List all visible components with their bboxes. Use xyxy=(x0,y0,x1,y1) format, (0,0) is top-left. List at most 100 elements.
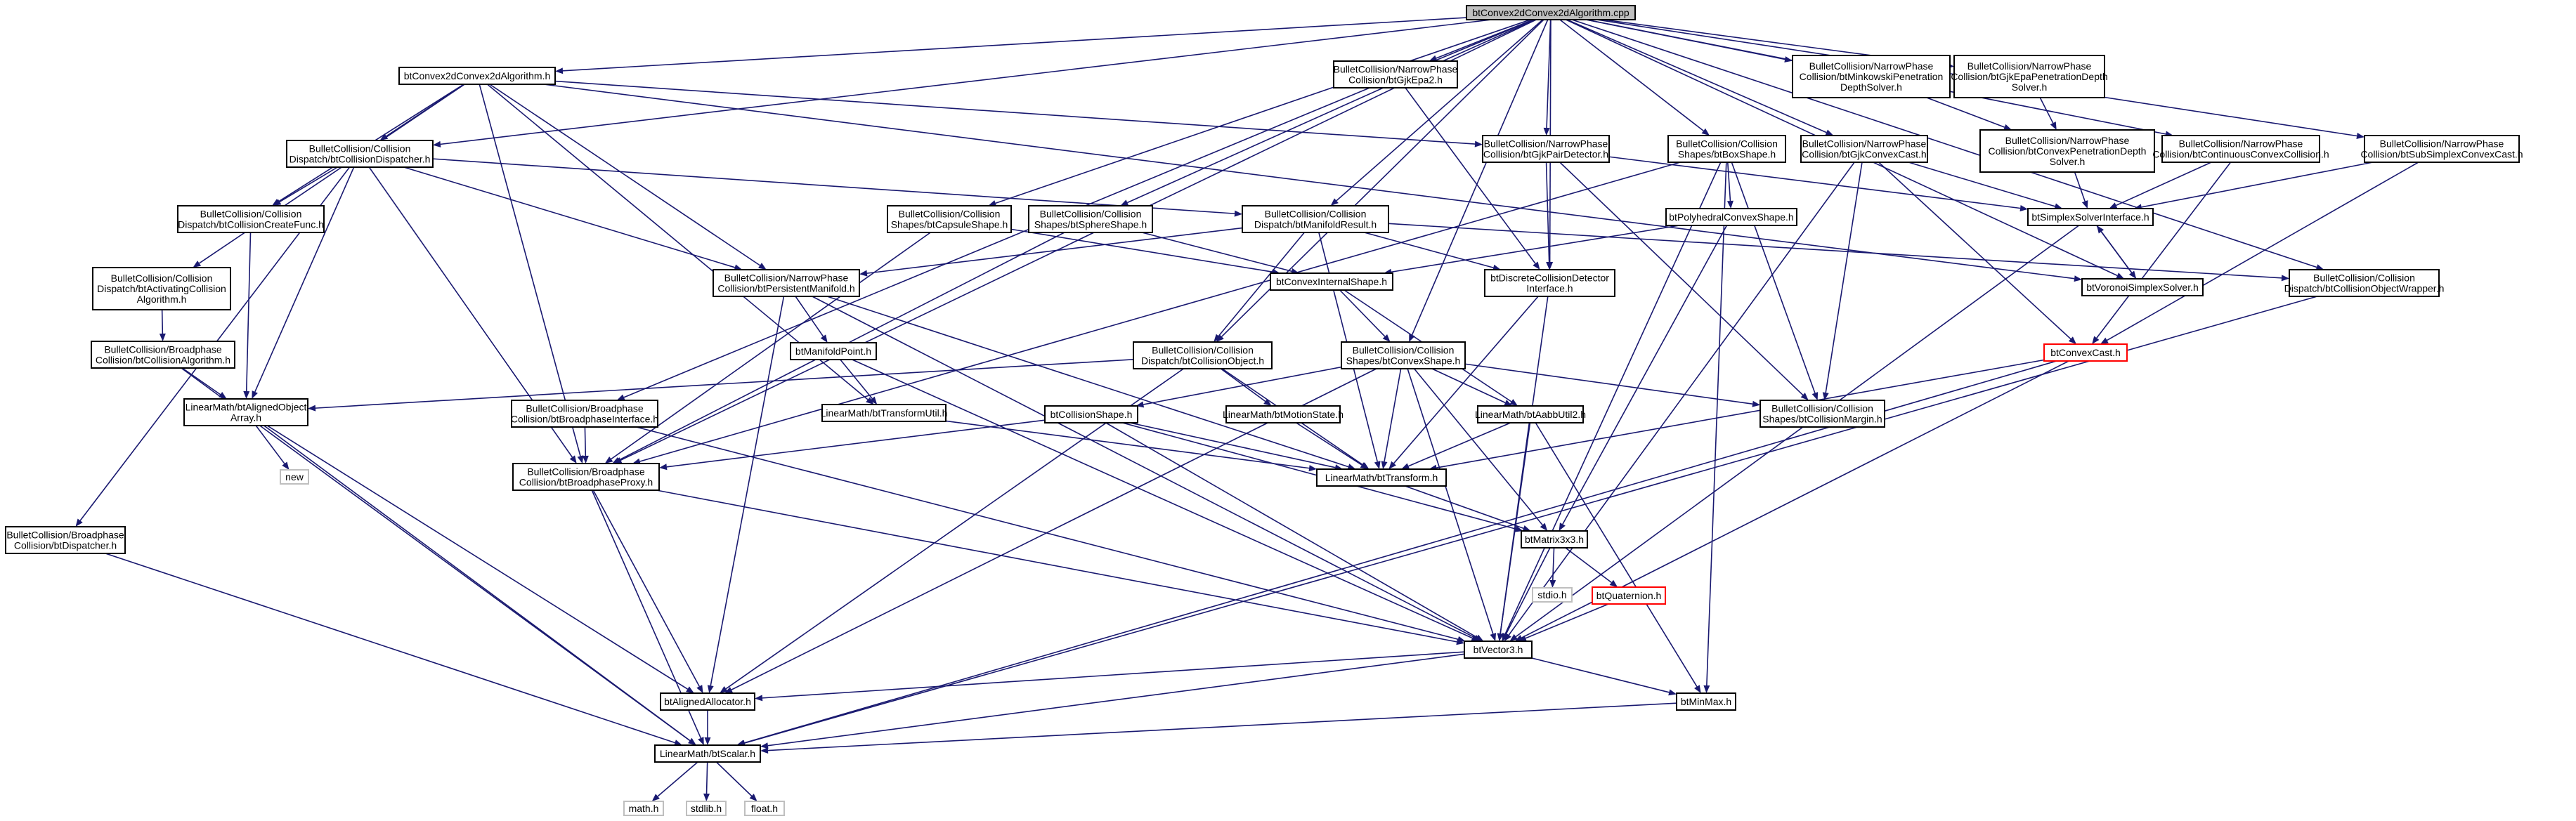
node-box xyxy=(177,205,325,233)
edge-arrowhead xyxy=(749,794,757,801)
node-alignedalloc[interactable]: btAlignedAllocator.h xyxy=(660,692,755,711)
node-collmargin[interactable]: BulletCollision/CollisionShapes/btCollis… xyxy=(1759,400,1885,428)
edge-arrowhead xyxy=(1263,398,1272,406)
node-matrix3x3[interactable]: btMatrix3x3.h xyxy=(1521,530,1588,549)
node-activating[interactable]: BulletCollision/CollisionDispatch/btActi… xyxy=(92,267,231,310)
node-box xyxy=(91,341,235,369)
edge-scalar-to-float xyxy=(715,761,757,801)
node-boxshape[interactable]: BulletCollision/CollisionShapes/btBoxSha… xyxy=(1667,135,1786,163)
node-label-line: Collision/btSubSimplexConvexCast.h xyxy=(2360,149,2523,160)
edge-boxshape-to-collmargin xyxy=(1731,162,1819,400)
edge-line xyxy=(1535,422,1698,688)
node-bpiface[interactable]: BulletCollision/BroadphaseCollision/btBr… xyxy=(511,400,658,428)
node-contconv[interactable]: BulletCollision/NarrowPhaseCollision/btC… xyxy=(2152,135,2329,163)
edge-bpiface-to-bpproxy xyxy=(582,426,589,464)
node-gjkconvcast[interactable]: BulletCollision/NarrowPhaseCollision/btG… xyxy=(1800,135,1928,163)
node-collobject[interactable]: BulletCollision/CollisionDispatch/btColl… xyxy=(1133,341,1273,369)
node-root[interactable]: btConvex2dConvex2dAlgorithm.cpp xyxy=(1466,5,1636,20)
edge-arrowhead xyxy=(159,333,166,341)
node-bpproxy[interactable]: BulletCollision/BroadphaseCollision/btBr… xyxy=(512,463,660,491)
node-math: math.h xyxy=(623,801,664,816)
node-transformutil[interactable]: LinearMath/btTransformUtil.h xyxy=(821,404,948,422)
node-label-line: btConvexInternalShape.h xyxy=(1276,276,1387,287)
node-gjkepa2[interactable]: BulletCollision/NarrowPhaseCollision/btG… xyxy=(1333,60,1458,88)
node-label-line: BulletCollision/Collision xyxy=(1676,138,1778,150)
edge-line xyxy=(1142,232,1292,272)
edge-line xyxy=(1500,422,1530,634)
edge-capsule-to-convexinternal xyxy=(1010,228,1280,275)
node-scalar[interactable]: LinearMath/btScalar.h xyxy=(654,744,761,763)
node-collalgo[interactable]: BulletCollision/BroadphaseCollision/btCo… xyxy=(91,341,235,369)
node-label-line: DepthSolver.h xyxy=(1840,81,1902,93)
edge-persistent-to-alignedalloc xyxy=(707,296,785,693)
edge-arrowhead xyxy=(1308,465,1317,472)
edge-arrowhead xyxy=(1456,638,1464,645)
edge-line xyxy=(1562,225,1728,525)
node-manifoldresult[interactable]: BulletCollision/CollisionDispatch/btMani… xyxy=(1242,205,1389,233)
node-vector3[interactable]: btVector3.h xyxy=(1464,641,1533,659)
node-label-line: BulletCollision/Broadphase xyxy=(526,403,644,414)
node-convpen[interactable]: BulletCollision/NarrowPhaseCollision/btC… xyxy=(1979,129,2155,173)
node-quaternion[interactable]: btQuaternion.h xyxy=(1592,586,1666,605)
edge-transform-to-matrix3x3 xyxy=(1405,485,1531,532)
node-label-line: Algorithm.h xyxy=(137,294,187,305)
node-collshape[interactable]: btCollisionShape.h xyxy=(1044,405,1138,423)
node-box xyxy=(511,400,658,428)
edge-arrowhead xyxy=(1490,633,1497,641)
node-float: float.h xyxy=(744,801,785,816)
edge-collalgo-to-alignedarray xyxy=(181,367,227,399)
edge-line xyxy=(826,296,1349,468)
edge-arrowhead xyxy=(758,263,767,270)
edge-line xyxy=(562,17,1467,72)
edge-scalar-to-math xyxy=(651,761,698,801)
nodes-layer: btConvex2dConvex2dAlgorithm.cpp btConvex2… xyxy=(5,5,2523,816)
edge-collobject-to-alignedarray xyxy=(308,359,1134,412)
edge-line xyxy=(611,232,931,460)
node-simplexsolver[interactable]: btSimplexSolverInterface.h xyxy=(2027,208,2154,226)
node-convexinternal[interactable]: btConvexInternalShape.h xyxy=(1270,272,1393,291)
node-convexshape[interactable]: BulletCollision/CollisionShapes/btConvex… xyxy=(1341,341,1466,369)
node-createfunc[interactable]: BulletCollision/CollisionDispatch/btColl… xyxy=(177,205,325,233)
node-box xyxy=(1466,5,1636,20)
edge-arrowhead xyxy=(1509,633,1518,641)
edge-manifoldpoint-to-vector3 xyxy=(852,359,1480,641)
node-box xyxy=(654,744,761,763)
node-gjkepapen[interactable]: BulletCollision/NarrowPhaseCollision/btG… xyxy=(1951,55,2108,98)
node-label-line: stdlib.h xyxy=(691,803,722,814)
node-minmax[interactable]: btMinMax.h xyxy=(1676,692,1736,711)
node-persistent[interactable]: BulletCollision/NarrowPhaseCollision/btP… xyxy=(713,269,860,297)
edge-colldisp-to-persistent xyxy=(403,166,743,271)
node-voronoi[interactable]: btVoronoiSimplexSolver.h xyxy=(2081,278,2204,296)
node-polyhedral[interactable]: btPolyhedralConvexShape.h xyxy=(1665,208,1797,226)
node-gjkpair[interactable]: BulletCollision/NarrowPhaseCollision/btG… xyxy=(1482,135,1610,163)
node-dispatcher[interactable]: BulletCollision/BroadphaseCollision/btDi… xyxy=(5,526,126,554)
edge-line xyxy=(2116,162,2212,206)
node-sphere[interactable]: BulletCollision/CollisionShapes/btSphere… xyxy=(1028,205,1153,233)
edge-line xyxy=(744,296,2317,744)
node-subsimplex[interactable]: BulletCollision/NarrowPhaseCollision/btS… xyxy=(2360,135,2523,163)
node-label-line: BulletCollision/Collision xyxy=(200,209,302,220)
node-box xyxy=(1333,60,1458,88)
node-convexcast[interactable]: btConvexCast.h xyxy=(2043,343,2128,362)
node-motionstate[interactable]: LinearMath/btMotionState.h xyxy=(1223,405,1344,423)
node-minkowski[interactable]: BulletCollision/NarrowPhaseCollision/btM… xyxy=(1792,55,1951,98)
edge-gjkconvcast-to-simplexsolver xyxy=(1908,162,2063,210)
node-colldisp[interactable]: BulletCollision/CollisionDispatch/btColl… xyxy=(286,140,434,168)
node-objwrapper[interactable]: BulletCollision/CollisionDispatch/btColl… xyxy=(2284,269,2445,297)
node-label-line: btCollisionShape.h xyxy=(1050,409,1133,420)
node-manifoldpoint[interactable]: btManifoldPoint.h xyxy=(790,342,877,360)
node-box xyxy=(1676,692,1736,711)
edge-minmax-to-scalar xyxy=(760,702,1677,754)
node-c2dh[interactable]: btConvex2dConvex2dAlgorithm.h xyxy=(398,67,556,85)
node-aabbutil[interactable]: LinearMath/btAabbUtil2.h xyxy=(1475,405,1586,423)
node-transform[interactable]: LinearMath/btTransform.h xyxy=(1316,468,1447,487)
node-capsule[interactable]: BulletCollision/CollisionShapes/btCapsul… xyxy=(887,205,1012,233)
edge-line xyxy=(2141,162,2374,208)
node-label-line: BulletCollision/NarrowPhase xyxy=(724,272,849,284)
node-label-line: BulletCollision/Collision xyxy=(2313,272,2415,284)
edge-arrowhead xyxy=(1822,392,1829,400)
edge-arrowhead xyxy=(2281,275,2289,282)
edge-arrowhead xyxy=(859,270,868,277)
